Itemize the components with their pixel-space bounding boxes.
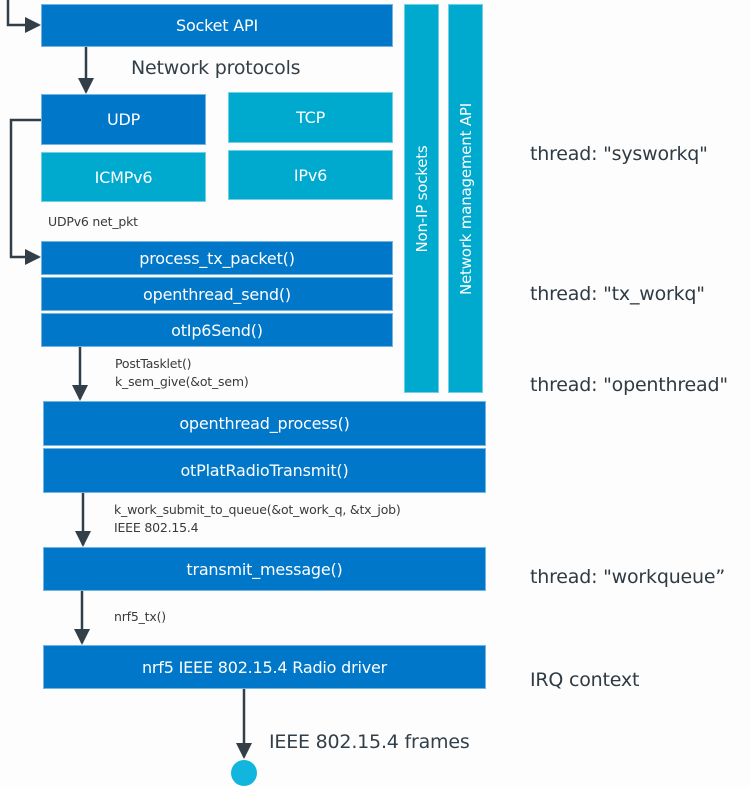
- openthread-process-box[interactable]: openthread_process(): [43, 401, 486, 446]
- radio-driver-box[interactable]: nrf5 IEEE 802.15.4 Radio driver: [43, 645, 486, 689]
- socket-api-label: Socket API: [176, 16, 258, 35]
- non-ip-sockets-label: Non-IP sockets: [412, 144, 431, 253]
- transmit-message-label: transmit_message(): [186, 559, 343, 579]
- network-protocols-label: Network protocols: [131, 57, 301, 79]
- thread-workqueue-label: thread: "workqueue”: [530, 566, 726, 588]
- otplatradiotransmit-box[interactable]: otPlatRadioTransmit(): [43, 448, 486, 493]
- thread-openthread-label: thread: "openthread": [530, 374, 728, 396]
- arrow-into-socket-api: [6, 0, 41, 33]
- icmpv6-box[interactable]: ICMPv6: [41, 152, 206, 202]
- arrow-udp-to-process-tx: [9, 118, 41, 265]
- irq-context-label: IRQ context: [530, 669, 640, 691]
- thread-tx-workq-label: thread: "tx_workq": [530, 283, 705, 305]
- udpv6-net-pkt-label: UDPv6 net_pkt: [48, 214, 138, 229]
- k-sem-give-label: k_sem_give(&ot_sem): [115, 374, 249, 389]
- frames-endpoint-dot: [231, 760, 257, 786]
- otip6send-label: otIp6Send(): [171, 320, 263, 340]
- network-management-api-label: Network management API: [456, 102, 475, 295]
- non-ip-sockets-bar[interactable]: Non-IP sockets: [404, 4, 439, 393]
- process-tx-packet-label: process_tx_packet(): [139, 248, 295, 268]
- icmpv6-label: ICMPv6: [94, 167, 153, 187]
- otip6send-box[interactable]: otIp6Send(): [41, 313, 393, 347]
- ieee-frames-label: IEEE 802.15.4 frames: [269, 731, 470, 753]
- ipv6-box[interactable]: IPv6: [228, 150, 393, 200]
- process-tx-packet-box[interactable]: process_tx_packet(): [41, 241, 393, 275]
- transmit-message-box[interactable]: transmit_message(): [43, 547, 486, 591]
- otplatradiotransmit-label: otPlatRadioTransmit(): [180, 461, 349, 480]
- post-tasklet-label: PostTasklet(): [115, 356, 192, 371]
- k-work-submit-label: k_work_submit_to_queue(&ot_work_q, &tx_j…: [114, 502, 401, 517]
- nrf5-tx-label: nrf5_tx(): [114, 609, 166, 624]
- openthread-send-box[interactable]: openthread_send(): [41, 277, 393, 311]
- tcp-box[interactable]: TCP: [228, 92, 393, 143]
- socket-api-box[interactable]: Socket API: [41, 4, 393, 47]
- thread-sysworkq-label: thread: "sysworkq": [530, 143, 708, 165]
- udp-label: UDP: [106, 110, 141, 129]
- udp-box[interactable]: UDP: [41, 94, 206, 145]
- openthread-send-label: openthread_send(): [143, 284, 291, 304]
- ieee-802154-label: IEEE 802.15.4: [114, 520, 199, 535]
- tcp-label: TCP: [295, 108, 326, 127]
- network-management-api-bar[interactable]: Network management API: [448, 4, 483, 393]
- openthread-process-label: openthread_process(): [179, 414, 350, 433]
- radio-driver-label: nrf5 IEEE 802.15.4 Radio driver: [141, 657, 387, 677]
- ipv6-label: IPv6: [293, 165, 328, 185]
